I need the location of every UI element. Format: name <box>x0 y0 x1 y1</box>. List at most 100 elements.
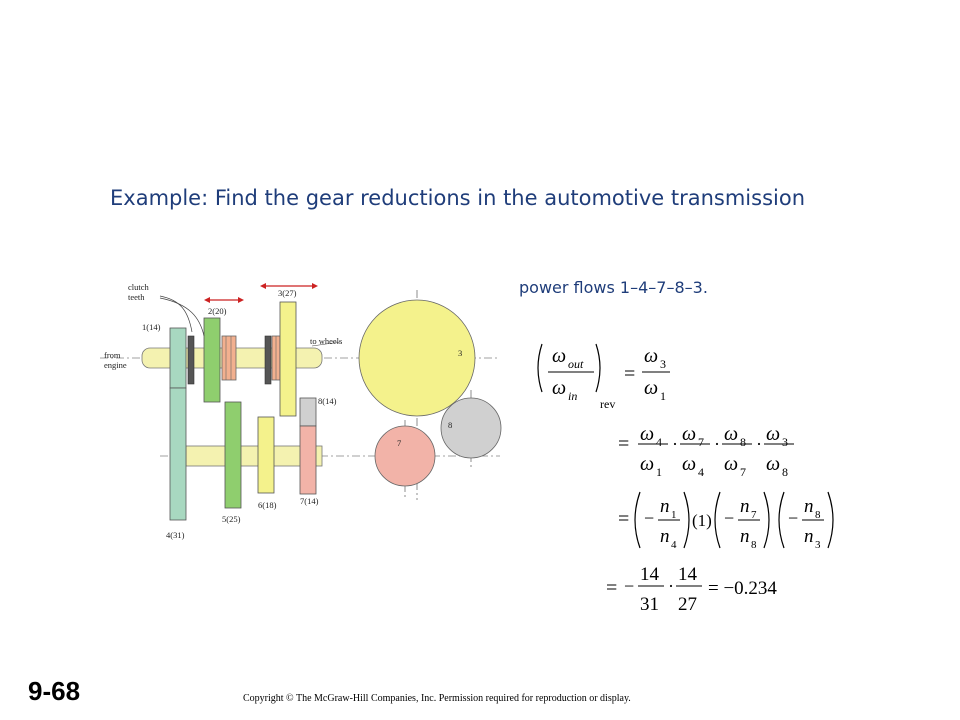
svg-text:=: = <box>618 508 629 530</box>
svg-text:·: · <box>714 434 720 454</box>
gear-7 <box>299 425 317 495</box>
svg-text:ω: ω <box>724 453 738 475</box>
label-gear-3: 3(27) <box>278 288 297 298</box>
svg-text:1: 1 <box>656 465 662 479</box>
svg-text:ω: ω <box>766 453 780 475</box>
svg-text:(1): (1) <box>692 511 712 530</box>
gear-4 <box>169 387 187 521</box>
svg-text:·: · <box>668 576 674 596</box>
svg-text:=: = <box>606 577 617 599</box>
svg-text:8: 8 <box>740 435 746 449</box>
svg-text:in: in <box>568 389 577 403</box>
gear-1 <box>169 327 187 389</box>
svg-text:n: n <box>740 526 750 547</box>
label-gear-2: 2(20) <box>208 306 227 316</box>
label-clutch: clutch <box>128 282 150 292</box>
svg-text:ω: ω <box>766 423 780 445</box>
svg-text:−: − <box>644 508 654 528</box>
label-to-wheels: to wheels <box>310 336 342 346</box>
equation-row-3: = − n 1 n 4 (1) − n 7 n 8 − n 8 n 3 <box>618 491 834 551</box>
gear-6 <box>257 416 275 494</box>
to-wheels-arrow <box>311 341 341 347</box>
svg-text:7: 7 <box>740 465 746 479</box>
svg-text:4: 4 <box>671 539 677 551</box>
transmission-diagram: clutch teeth 1(14) 2(20) 3(27) to wheels… <box>100 282 502 540</box>
clutch-collar-1 <box>221 335 237 381</box>
svg-text:3: 3 <box>782 435 788 449</box>
clutch-teeth-1 <box>187 335 195 385</box>
svg-text:31: 31 <box>640 594 659 615</box>
equation-row-2: = ω 4 ω 1 · ω 7 ω 4 · ω 8 ω 7 · ω 3 ω 8 <box>618 423 794 479</box>
svg-text:n: n <box>740 496 750 517</box>
svg-text:7: 7 <box>698 435 704 449</box>
svg-text:ω: ω <box>552 377 566 399</box>
svg-text:14: 14 <box>678 564 698 585</box>
clutch-pointer <box>159 295 193 333</box>
svg-text:·: · <box>672 434 678 454</box>
svg-text:n: n <box>804 526 814 547</box>
svg-text:ω: ω <box>644 377 658 399</box>
label-engine: engine <box>104 360 127 370</box>
svg-text:ω: ω <box>724 423 738 445</box>
svg-text:3: 3 <box>815 539 821 551</box>
power-flow-prefix: power flows <box>519 278 620 297</box>
svg-text:out: out <box>568 357 584 371</box>
slide-title: Example: Find the gear reductions in the… <box>110 186 806 210</box>
equation-row-4: = − 14 31 · 14 27 = −0.234 <box>606 564 777 615</box>
label-gear-5: 5(25) <box>222 514 241 524</box>
gear-8-end-view <box>440 397 502 459</box>
svg-text:14: 14 <box>640 564 660 585</box>
svg-text:n: n <box>660 526 670 547</box>
svg-text:3: 3 <box>660 357 666 371</box>
svg-text:−: − <box>624 576 634 596</box>
gear-8 <box>299 397 317 427</box>
gear-3 <box>279 301 297 417</box>
gear-7-end-view <box>374 425 436 487</box>
label-gear-7: 7(14) <box>300 496 319 506</box>
label-circle-7: 7 <box>397 438 401 448</box>
label-gear-8: 8(14) <box>318 396 337 406</box>
copyright-notice: Copyright © The McGraw-Hill Companies, I… <box>243 693 631 704</box>
svg-text:8: 8 <box>751 539 757 551</box>
svg-text:ω: ω <box>682 423 696 445</box>
svg-text:8: 8 <box>815 509 821 521</box>
svg-text:=: = <box>618 433 629 455</box>
svg-text:=: = <box>624 363 635 385</box>
svg-text:ω: ω <box>552 345 566 367</box>
svg-text:ω: ω <box>682 453 696 475</box>
label-circle-3: 3 <box>458 348 462 358</box>
svg-text:n: n <box>804 496 814 517</box>
gear-3-end-view <box>358 299 476 417</box>
gear-5 <box>224 401 242 509</box>
power-flow-sequence: 1–4–7–8–3. <box>619 278 708 297</box>
label-teeth: teeth <box>128 292 145 302</box>
svg-text:ω: ω <box>640 423 654 445</box>
clutch-teeth-2 <box>264 335 272 385</box>
svg-text:4: 4 <box>698 465 704 479</box>
svg-text:1: 1 <box>660 389 666 403</box>
label-gear-1: 1(14) <box>142 322 161 332</box>
svg-text:n: n <box>660 496 670 517</box>
label-from: from <box>104 350 121 360</box>
label-gear-4: 4(31) <box>166 530 185 540</box>
svg-text:4: 4 <box>656 435 662 449</box>
svg-text:ω: ω <box>640 453 654 475</box>
svg-text:1: 1 <box>671 509 677 521</box>
svg-text:8: 8 <box>782 465 788 479</box>
svg-text:rev: rev <box>600 397 615 411</box>
label-gear-6: 6(18) <box>258 500 277 510</box>
power-flow-text: power flows 1–4–7–8–3. <box>519 278 708 297</box>
shift-arrow-1 <box>204 297 244 303</box>
slide-number: 9-68 <box>28 676 81 706</box>
label-circle-8: 8 <box>448 420 452 430</box>
svg-text:27: 27 <box>678 594 697 615</box>
svg-text:ω: ω <box>644 345 658 367</box>
svg-text:·: · <box>756 434 762 454</box>
clutch-pointer <box>159 297 205 337</box>
gear-2 <box>203 317 221 403</box>
svg-text:−: − <box>724 508 734 528</box>
svg-text:7: 7 <box>751 509 757 521</box>
svg-text:= −0.234: = −0.234 <box>708 578 777 599</box>
svg-text:−: − <box>788 508 798 528</box>
equations: ω out ω in rev = ω 3 ω 1 = ω 4 ω 1 · ω 7… <box>537 343 834 615</box>
